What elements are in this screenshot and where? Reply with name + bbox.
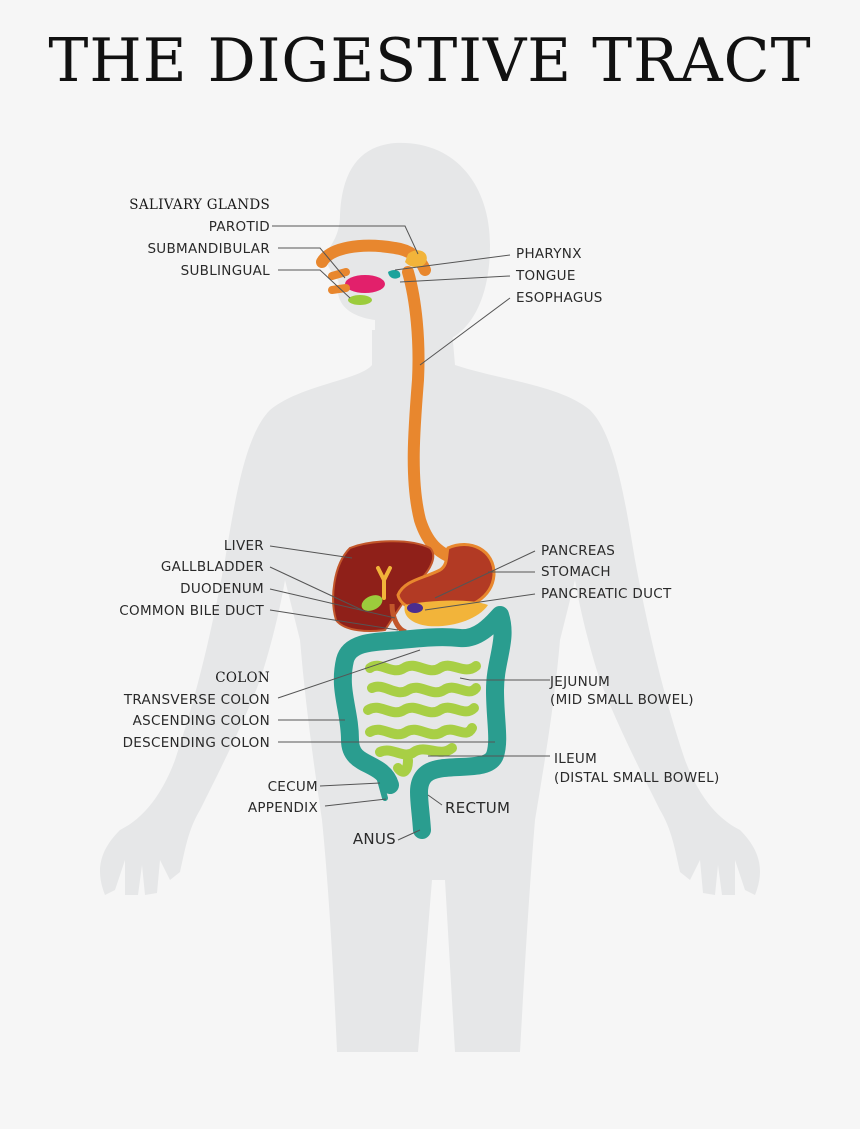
label-duodenum: DUODENUM — [180, 581, 264, 597]
label-ascending-colon: ASCENDING COLON — [133, 713, 270, 729]
salivary-glands-header: SALIVARY GLANDS — [129, 197, 270, 213]
pancreatic-duct-shape — [407, 603, 423, 613]
label-submandibular: SUBMANDIBULAR — [147, 241, 270, 257]
label-ileum: ILEUM — [554, 751, 597, 767]
bile-branch — [376, 566, 392, 600]
label-anus: ANUS — [353, 830, 396, 848]
label-pancreatic-duct: PANCREATIC DUCT — [541, 586, 672, 602]
label-sublingual: SUBLINGUAL — [181, 263, 271, 279]
label-liver: LIVER — [224, 538, 264, 554]
label-stomach: STOMACH — [541, 564, 611, 580]
tongue-shape — [388, 269, 401, 279]
label-jejunum: JEJUNUM — [549, 674, 610, 690]
label-esophagus: ESOPHAGUS — [516, 290, 603, 306]
jaw-band — [328, 268, 350, 294]
label-jejunum-sub: (MID SMALL BOWEL) — [550, 692, 694, 708]
label-ileum-sub: (DISTAL SMALL BOWEL) — [554, 770, 720, 786]
label-pancreas: PANCREAS — [541, 543, 615, 559]
sublingual-gland — [348, 295, 372, 305]
leader-lines — [269, 225, 550, 841]
label-tongue: TONGUE — [515, 268, 576, 284]
label-transverse-colon: TRANSVERSE COLON — [123, 692, 270, 708]
appendix-shape — [377, 777, 388, 801]
colon-shape — [333, 606, 512, 839]
colon-header: COLON — [215, 670, 270, 686]
mouth-organs — [316, 239, 431, 305]
label-parotid: PAROTID — [209, 219, 270, 235]
label-descending-colon: DESCENDING COLON — [123, 735, 270, 751]
small-bowel — [363, 660, 481, 777]
label-rectum: RECTUM — [445, 799, 510, 817]
label-gallbladder: GALLBLADDER — [161, 559, 264, 575]
label-cecum: CECUM — [268, 779, 318, 795]
label-common-bile-duct: COMMON BILE DUCT — [119, 603, 264, 619]
gallbladder-shape — [361, 595, 383, 611]
page-title: THE DIGESTIVE TRACT — [48, 26, 812, 96]
label-pharynx: PHARYNX — [516, 246, 582, 262]
label-appendix: APPENDIX — [248, 800, 318, 816]
pancreas-shape — [404, 600, 488, 627]
submandibular-gland — [345, 275, 385, 293]
esophagus-tube — [402, 266, 454, 562]
parotid-gland — [405, 250, 427, 268]
